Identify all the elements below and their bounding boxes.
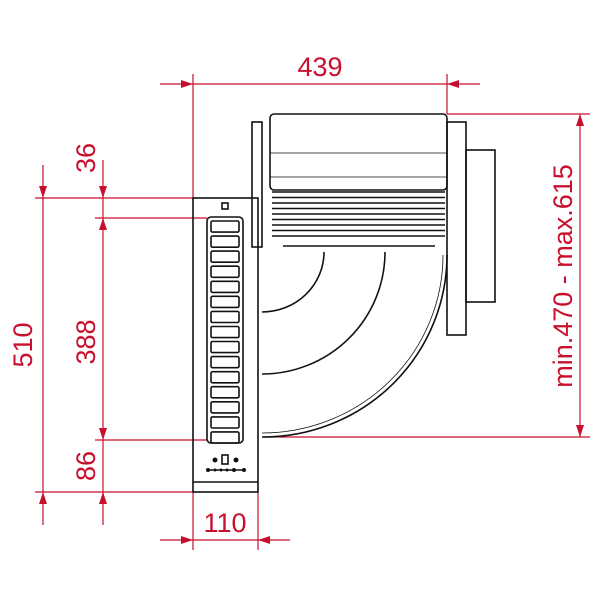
dimension-top-offset: 36 [71, 143, 107, 440]
dim-439-label: 439 [297, 52, 342, 82]
dimension-bottom-offset: 86 [71, 440, 107, 525]
grille-slot [210, 385, 240, 399]
dim-110-label: 110 [203, 508, 246, 538]
front-panel [192, 197, 259, 493]
grille-slot [210, 310, 240, 324]
cooling-fins [272, 191, 445, 237]
control-buttons [206, 454, 246, 472]
grille-slot [210, 400, 240, 414]
grille-slot [210, 340, 240, 354]
dimension-width-top: 439 [160, 52, 480, 88]
dim-510-label: 510 [8, 322, 38, 367]
grille-slot [210, 355, 240, 369]
grille-slot [210, 265, 240, 279]
dim-86-label: 86 [71, 451, 101, 481]
grille-slot [210, 220, 240, 233]
grille-slot [210, 416, 240, 429]
grille-slot [210, 250, 240, 264]
grille-slots [210, 220, 240, 444]
dim-36-label: 36 [71, 143, 101, 173]
dimension-panel-width: 110 [160, 508, 290, 544]
dimension-total-height: 510 [8, 165, 47, 525]
hood-drawing [192, 113, 496, 493]
grille-slot [210, 280, 240, 294]
dimensions: 439 510 36 388 86 110 [8, 52, 584, 544]
dim-range-label: min.470 - max.615 [548, 164, 578, 388]
dimension-grille-height: 388 [71, 319, 107, 440]
blower-housing [269, 113, 448, 191]
grille-slot [210, 295, 240, 309]
grille-slot [210, 431, 240, 444]
grille-slot [210, 370, 240, 384]
dim-388-label: 388 [71, 319, 101, 364]
duct-outer-arc [261, 254, 448, 438]
motor-box [465, 149, 496, 303]
extension-lines [35, 74, 590, 550]
grille-slot [210, 325, 240, 339]
grille-slot [210, 235, 240, 249]
dimension-height-range: min.470 - max.615 [548, 114, 584, 437]
